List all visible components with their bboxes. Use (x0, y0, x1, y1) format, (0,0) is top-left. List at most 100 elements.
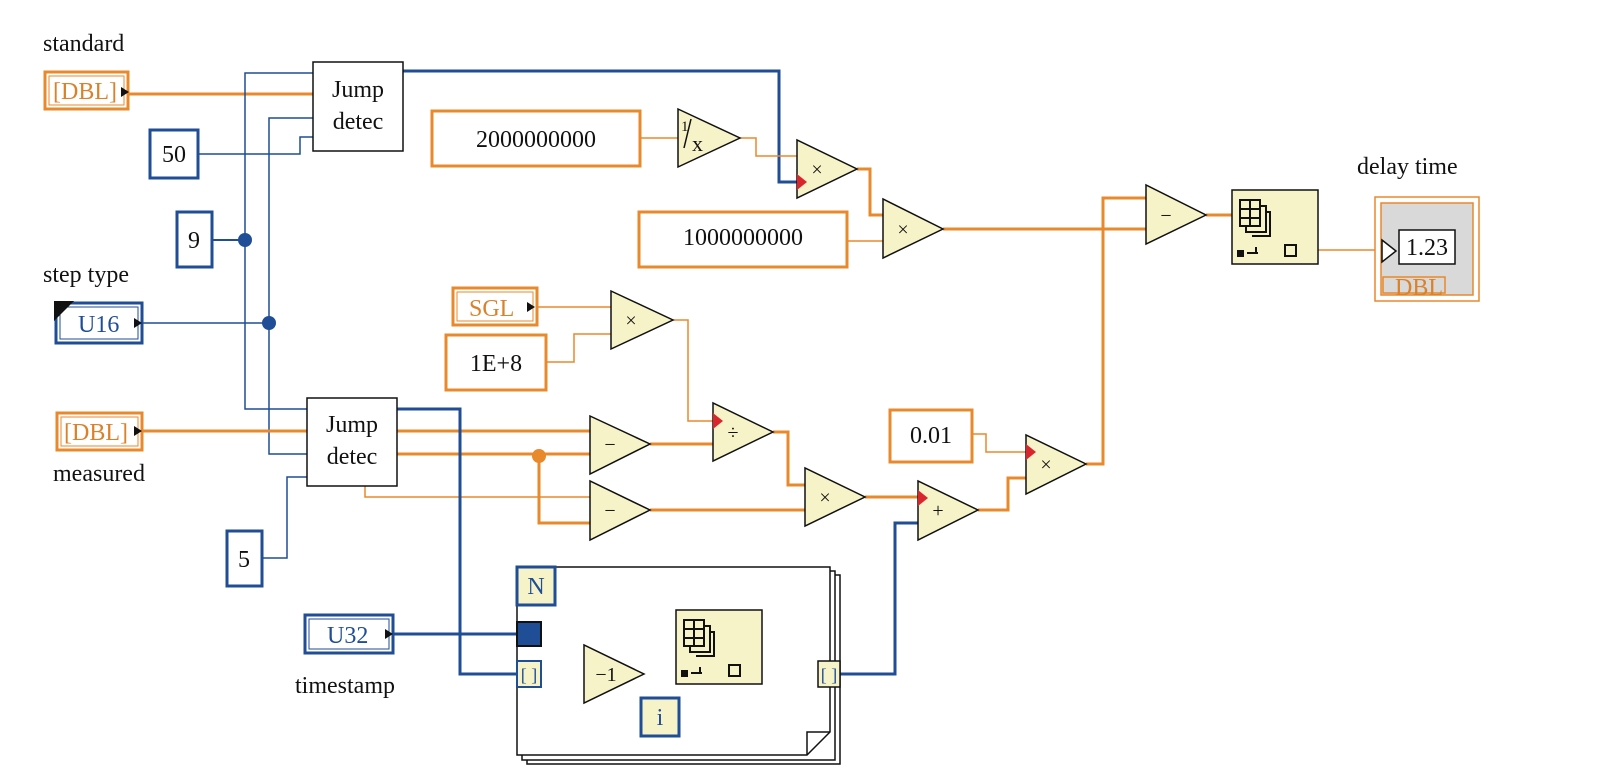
constant-2000000000-value: 2000000000 (476, 127, 596, 153)
loop-build-array-node[interactable] (675, 609, 763, 685)
wire-step-bus[interactable] (268, 117, 313, 455)
build-array-open-box-icon (1284, 244, 1297, 257)
step-type-type-label: U16 (78, 312, 119, 338)
multiply-node-4[interactable]: × (804, 466, 867, 528)
subtract-node-final[interactable]: − (1145, 183, 1208, 246)
constant-5[interactable]: 5 (225, 529, 264, 588)
build-array-icon (683, 619, 715, 657)
constant-1000000000-value: 1000000000 (683, 225, 803, 251)
timestamp-terminal[interactable]: U32 (303, 613, 395, 655)
wire-jd2-thin[interactable] (364, 486, 590, 498)
input-arrow-icon (1381, 238, 1398, 264)
multiply-node-2[interactable]: × (882, 197, 945, 260)
delay-time-indicator: 1.23 DBL (1374, 196, 1480, 302)
wire-junction-icon (238, 233, 252, 247)
wires (128, 69, 1382, 676)
wire-001[interactable] (972, 433, 1026, 453)
constant-9[interactable]: 9 (175, 210, 214, 269)
constant-1e8[interactable]: 1E+8 (444, 333, 548, 392)
wire-const-5[interactable] (262, 476, 307, 559)
coercion-dot-icon (918, 490, 928, 506)
wire-mul5-out[interactable] (1086, 196, 1146, 466)
measured-terminal[interactable]: [DBL] (55, 411, 144, 452)
jump-detect-2-line2: detec (327, 444, 378, 470)
jump-detect-1-line1: Jump (332, 77, 384, 103)
for-loop[interactable]: N i [ ] [ ] −1 (515, 565, 841, 765)
label-standard: standard (43, 31, 124, 57)
loop-count-terminal[interactable]: N (515, 565, 557, 607)
subtract-a-symbol: − (604, 434, 615, 456)
constant-0.01-value: 0.01 (910, 423, 952, 449)
coercion-dot-icon (797, 174, 807, 190)
multiply-4-symbol: × (819, 487, 830, 509)
step-type-terminal[interactable]: U16 (54, 301, 144, 345)
loop-iteration-terminal: i (639, 696, 681, 738)
divide-node[interactable]: ÷ (712, 401, 775, 463)
wire-mul3-out[interactable] (673, 319, 713, 422)
sgl-terminal[interactable]: SGL (451, 286, 539, 327)
constant-2000000000[interactable]: 2000000000 (430, 109, 642, 168)
multiply-node-1[interactable]: × (796, 138, 859, 200)
build-array-icon (1239, 199, 1271, 237)
indexing-bracket-icon: [ ] (821, 665, 838, 685)
wire-div-out[interactable] (773, 430, 805, 487)
output-arrow-icon (385, 629, 393, 639)
subtract-b-symbol: − (604, 500, 615, 522)
wire-jd2-branch[interactable] (537, 456, 590, 525)
timestamp-type-label: U32 (327, 623, 368, 649)
multiply-1-symbol: × (811, 159, 822, 181)
reciprocal-node[interactable]: 1 x (677, 107, 742, 169)
jump-detect-subvi-2[interactable]: Jump detec (306, 397, 398, 487)
multiply-node-3[interactable]: × (610, 289, 675, 351)
wire-loop-out[interactable] (840, 521, 918, 676)
constant-5-value: 5 (238, 547, 250, 573)
add-node[interactable]: + (917, 479, 980, 542)
output-arrow-icon (527, 302, 535, 312)
multiply-5-symbol: × (1040, 454, 1051, 476)
loop-count-label: N (527, 574, 544, 600)
constant-9-value: 9 (188, 228, 200, 254)
wire-junction-icon (262, 316, 276, 330)
multiply-2-symbol: × (897, 219, 908, 241)
reciprocal-slash-icon (683, 118, 692, 149)
constant-1e8-value: 1E+8 (470, 351, 522, 377)
subtract-node-a[interactable]: − (589, 414, 652, 476)
build-array-node[interactable] (1231, 189, 1319, 265)
indicator-value: 1.23 (1406, 235, 1448, 261)
wire-mul1-out[interactable] (857, 167, 883, 217)
subtract-node-b[interactable]: − (589, 479, 652, 542)
jump-detect-subvi-1[interactable]: Jump detec (312, 61, 404, 152)
standard-terminal[interactable]: [DBL] (43, 70, 130, 111)
loop-output-tunnel-indexing[interactable]: [ ] (817, 660, 841, 688)
loop-input-tunnel-scalar[interactable] (516, 621, 542, 647)
wire-9-bus[interactable] (244, 72, 313, 410)
label-step-type: step type (43, 262, 129, 288)
multiply-node-5[interactable]: × (1025, 433, 1088, 496)
wire-recip-out[interactable] (740, 137, 797, 157)
sgl-type-label: SGL (469, 296, 514, 322)
constant-50-value: 50 (162, 142, 186, 168)
output-arrow-icon (121, 87, 129, 97)
standard-type-label: [DBL] (53, 79, 117, 105)
constant-1000000000[interactable]: 1000000000 (637, 210, 849, 269)
wire-add-out[interactable] (978, 476, 1026, 512)
label-delay-time: delay time (1357, 154, 1458, 180)
label-measured: measured (53, 461, 145, 487)
wire-jd1-out[interactable] (403, 69, 797, 184)
build-array-small-box-icon (1237, 250, 1244, 257)
loop-input-tunnel-indexing[interactable]: [ ] (516, 660, 542, 688)
constant-50[interactable]: 50 (148, 128, 200, 180)
add-symbol: + (932, 500, 943, 522)
coercion-dot-icon (713, 413, 723, 429)
decrement-node[interactable]: −1 (583, 643, 646, 705)
indicator-type-label: DBL (1395, 275, 1443, 301)
wire-const-50[interactable] (198, 136, 313, 155)
wire-1e8[interactable] (546, 333, 611, 363)
multiply-3-symbol: × (625, 310, 636, 332)
wire-jd2-blue[interactable] (397, 407, 517, 676)
build-array-small-box-icon (681, 670, 688, 677)
decrement-symbol: −1 (595, 664, 616, 686)
constant-0.01[interactable]: 0.01 (888, 408, 974, 464)
